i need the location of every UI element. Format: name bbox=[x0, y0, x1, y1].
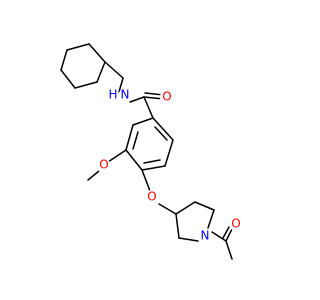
acetyl-group bbox=[211, 226, 233, 260]
methylene-linker bbox=[104, 61, 124, 93]
benzene-ring bbox=[125, 117, 174, 171]
oxygen-carbonyl-label: O bbox=[162, 90, 171, 104]
atom-label-o-acetyl: O bbox=[229, 217, 243, 231]
atom-label-o-carbonyl: O bbox=[160, 90, 174, 104]
hydrogen-amide-label: H bbox=[108, 88, 117, 102]
oxygen-methoxy-label: O bbox=[99, 158, 108, 172]
oxygen-acetyl-label: O bbox=[231, 217, 240, 231]
aryl-ether-link bbox=[141, 169, 177, 215]
methoxy-group bbox=[87, 149, 127, 181]
atom-label-n-piperidine: N bbox=[198, 229, 212, 243]
background bbox=[0, 0, 300, 300]
cyclohexyl-ring bbox=[60, 43, 106, 89]
atom-label-o-methoxy: O bbox=[97, 158, 111, 173]
chemical-structure: O N H O O N O bbox=[0, 0, 300, 300]
piperidine-ring bbox=[175, 201, 215, 242]
nitrogen-amide-label: N bbox=[121, 88, 130, 102]
atom-label-o-ether: O bbox=[145, 190, 159, 204]
oxygen-ether-label: O bbox=[147, 190, 156, 204]
atom-label-nh: N H bbox=[107, 88, 132, 103]
nitrogen-piperidine-label: N bbox=[201, 229, 210, 243]
